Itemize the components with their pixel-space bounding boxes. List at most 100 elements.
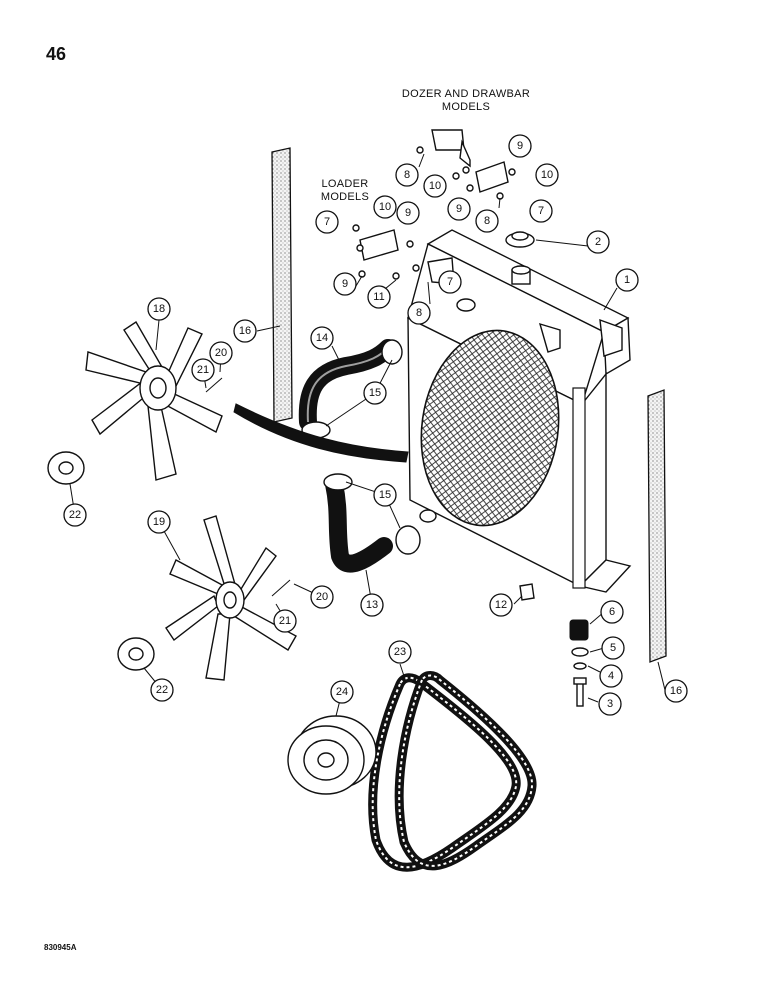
svg-text:8: 8 xyxy=(416,307,422,319)
callout-7-a: 7 xyxy=(315,210,339,234)
svg-text:15: 15 xyxy=(379,489,391,501)
svg-text:18: 18 xyxy=(153,303,165,315)
svg-text:2: 2 xyxy=(595,236,601,248)
figure-code: 830945A xyxy=(44,943,77,952)
callout-13: 13 xyxy=(360,593,384,617)
radiator xyxy=(407,229,632,593)
svg-text:1: 1 xyxy=(624,274,630,286)
callout-15-a: 15 xyxy=(363,381,387,405)
callout-8-b: 8 xyxy=(395,163,419,187)
svg-text:13: 13 xyxy=(366,599,378,611)
callout-15-b: 15 xyxy=(373,483,397,507)
svg-text:7: 7 xyxy=(447,276,453,288)
callout-10-a: 10 xyxy=(535,163,559,187)
svg-text:19: 19 xyxy=(153,516,165,528)
fan-18 xyxy=(85,321,223,481)
svg-text:10: 10 xyxy=(379,201,391,213)
upper-hose xyxy=(298,339,397,431)
callout-1: 1 xyxy=(615,268,639,292)
seal-strip-left xyxy=(271,147,293,423)
svg-text:16: 16 xyxy=(670,685,682,697)
callout-3: 3 xyxy=(598,692,622,716)
fan-spacer-22-lower xyxy=(117,637,155,671)
crank-pulley xyxy=(287,715,377,795)
svg-text:6: 6 xyxy=(609,606,615,618)
svg-text:8: 8 xyxy=(404,169,410,181)
svg-text:20: 20 xyxy=(215,347,227,359)
svg-text:14: 14 xyxy=(316,332,328,344)
svg-text:9: 9 xyxy=(405,207,411,219)
loader-caption-line2: MODELS xyxy=(320,191,370,203)
drain-valve xyxy=(519,583,535,601)
shroud-band xyxy=(233,403,409,463)
lower-hose xyxy=(325,475,393,573)
callout-9-d: 9 xyxy=(333,272,357,296)
hose-clamps xyxy=(301,339,421,555)
callout-11: 11 xyxy=(367,285,391,309)
drive-belts xyxy=(368,671,537,872)
callout-23: 23 xyxy=(388,640,412,664)
dozer-caption-line2: MODELS xyxy=(441,101,491,113)
svg-text:21: 21 xyxy=(279,615,291,627)
callout-8-c: 8 xyxy=(475,209,499,233)
callout-7-c: 7 xyxy=(438,270,462,294)
small-hardware xyxy=(352,146,516,280)
svg-text:7: 7 xyxy=(324,216,330,228)
svg-text:15: 15 xyxy=(369,387,381,399)
loader-isolator xyxy=(359,229,399,261)
svg-text:3: 3 xyxy=(607,698,613,710)
callout-12: 12 xyxy=(489,593,513,617)
callout-4: 4 xyxy=(599,664,623,688)
mount-stack xyxy=(569,619,589,707)
callout-6: 6 xyxy=(600,600,624,624)
svg-text:10: 10 xyxy=(429,180,441,192)
svg-text:20: 20 xyxy=(316,591,328,603)
svg-text:10: 10 xyxy=(541,169,553,181)
fan-spacer-22-upper xyxy=(47,451,85,485)
svg-text:11: 11 xyxy=(373,291,384,303)
dozer-isolator xyxy=(475,161,509,193)
callout-9-b: 9 xyxy=(396,201,420,225)
svg-text:8: 8 xyxy=(484,215,490,227)
svg-text:12: 12 xyxy=(495,599,507,611)
svg-text:22: 22 xyxy=(69,509,81,521)
loader-caption: LOADER MODELS xyxy=(310,178,380,204)
callout-10-c: 10 xyxy=(423,174,447,198)
callout-5: 5 xyxy=(601,636,625,660)
callout-16-a: 16 xyxy=(233,319,257,343)
dozer-caption-line1: DOZER AND DRAWBAR xyxy=(401,88,531,100)
svg-text:9: 9 xyxy=(342,278,348,290)
page-number: 46 xyxy=(46,44,67,64)
callout-22-a: 22 xyxy=(63,503,87,527)
callout-14: 14 xyxy=(310,326,334,350)
dozer-bracket xyxy=(431,129,471,168)
svg-text:21: 21 xyxy=(197,364,209,376)
svg-text:4: 4 xyxy=(608,670,614,682)
callout-18: 18 xyxy=(147,297,171,321)
callout-21-a: 21 xyxy=(191,358,215,382)
radiator-cap xyxy=(505,231,535,248)
callout-7-b: 7 xyxy=(529,199,553,223)
svg-text:22: 22 xyxy=(156,684,168,696)
seal-strip-right xyxy=(647,389,667,663)
callout-20-a: 20 xyxy=(209,341,233,365)
callout-8-a: 8 xyxy=(407,301,431,325)
svg-text:9: 9 xyxy=(517,140,523,152)
fan-19 xyxy=(165,515,297,681)
dozer-caption: DOZER AND DRAWBAR MODELS xyxy=(398,88,534,114)
callout-9-c: 9 xyxy=(447,197,471,221)
callout-24: 24 xyxy=(330,680,354,704)
callout-20-b: 20 xyxy=(310,585,334,609)
callout-9-a: 9 xyxy=(508,134,532,158)
loader-caption-line1: LOADER xyxy=(321,178,369,190)
callout-16-b: 16 xyxy=(664,679,688,703)
svg-text:5: 5 xyxy=(610,642,616,654)
fan-bolts xyxy=(205,377,291,597)
callout-19: 19 xyxy=(147,510,171,534)
callout-2: 2 xyxy=(586,230,610,254)
svg-text:7: 7 xyxy=(538,205,544,217)
svg-text:24: 24 xyxy=(336,686,348,698)
callout-22-b: 22 xyxy=(150,678,174,702)
callout-21-b: 21 xyxy=(273,609,297,633)
